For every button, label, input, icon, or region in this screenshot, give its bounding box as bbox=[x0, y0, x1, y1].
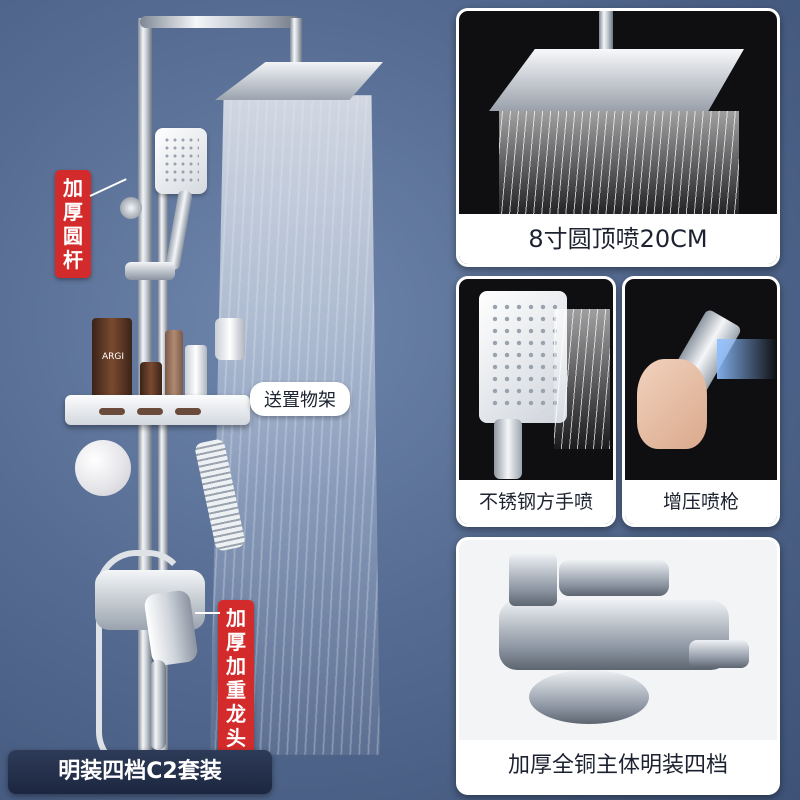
hand-shower-icon bbox=[155, 128, 207, 194]
callout-thick-rod: 加厚圆杆 bbox=[55, 170, 91, 278]
drop-pipe bbox=[290, 18, 302, 68]
panel-spray-gun: 增压喷枪 bbox=[622, 276, 780, 527]
hand-shower-handle bbox=[165, 189, 193, 271]
bottle-white bbox=[185, 345, 207, 398]
panel-spray-gun-caption: 增压喷枪 bbox=[625, 480, 777, 524]
panel-top-shower-caption: 8寸圆顶喷20CM bbox=[459, 214, 777, 264]
panel-top-shower: 8寸圆顶喷20CM bbox=[456, 8, 780, 267]
bottle-label: ARGI bbox=[101, 352, 125, 362]
panel-valve-caption: 加厚全铜主体明装四档 bbox=[459, 740, 777, 792]
faucet-lever bbox=[143, 589, 199, 667]
bottle-small bbox=[140, 362, 162, 398]
valve-base bbox=[529, 670, 649, 724]
spout bbox=[150, 660, 166, 750]
callout-shelf: 送置物架 bbox=[250, 382, 350, 416]
callout-faucet-line bbox=[195, 612, 220, 614]
panel-top-shower-pipe bbox=[599, 11, 613, 51]
hand-shower-icon bbox=[479, 291, 567, 423]
panel-spray-gun-jet bbox=[717, 339, 777, 379]
valve-lever bbox=[559, 560, 669, 596]
callout-faucet: 加厚加重龙头 bbox=[218, 600, 254, 756]
panel-top-shower-spray bbox=[499, 111, 739, 221]
valve-outlet bbox=[689, 640, 749, 668]
slide-bar bbox=[158, 190, 168, 750]
shower-head-icon bbox=[215, 62, 383, 100]
panel-hand-shower-handle bbox=[494, 419, 522, 479]
top-arm-pipe bbox=[140, 16, 300, 28]
shower-head-icon bbox=[489, 49, 744, 111]
shelf bbox=[65, 395, 250, 425]
flex-hose bbox=[96, 550, 188, 772]
panel-hand-shower-caption: 不锈钢方手喷 bbox=[459, 480, 613, 524]
callout-thick-rod-line bbox=[89, 178, 127, 197]
hand bbox=[637, 359, 707, 449]
bottle-large bbox=[92, 318, 132, 398]
panel-valve: 加厚全铜主体明装四档 bbox=[456, 537, 780, 795]
bath-sponge bbox=[75, 440, 131, 496]
slider-bracket bbox=[125, 262, 175, 280]
bottom-caption: 明装四档C2套装 bbox=[8, 750, 272, 794]
panel-hand-shower: 不锈钢方手喷 bbox=[456, 276, 616, 527]
wall-bracket bbox=[120, 197, 142, 219]
valve-diverter-knob bbox=[509, 554, 557, 606]
spray-gun-icon bbox=[215, 318, 245, 360]
bottle-clear bbox=[165, 330, 183, 398]
panel-hand-shower-spray bbox=[554, 309, 610, 449]
